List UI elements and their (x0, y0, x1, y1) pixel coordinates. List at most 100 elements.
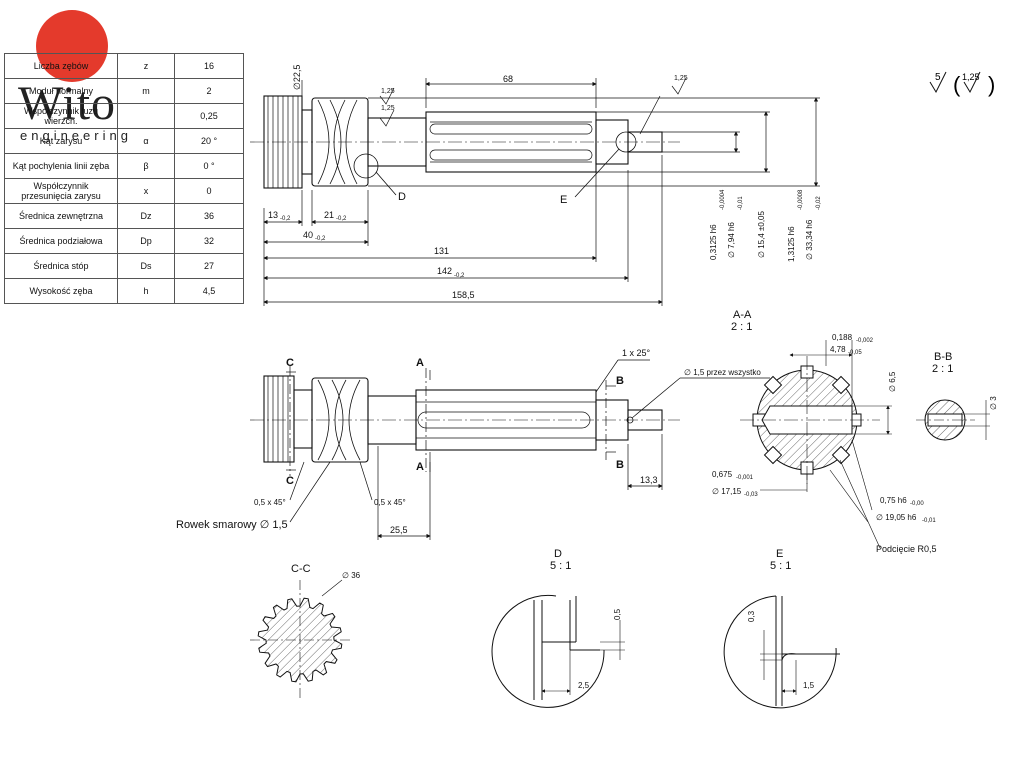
dia-22-5: ∅22,5 (292, 65, 302, 90)
section-aa-labels: A-A 2 : 1 0,188 -0,002 4,78 -0,05 ∅ 6,5 … (712, 309, 937, 554)
bb-dim-3: ∅ 3 (989, 396, 998, 410)
aa-dim-0-675-tol: -0,001 (736, 475, 754, 481)
section-aa-title: A-A (733, 309, 752, 321)
dim-21-tol: -0,2 (336, 216, 347, 222)
section-aa-scale: 2 : 1 (731, 321, 752, 333)
detail-d-title: D (554, 548, 562, 560)
section-b-top: B (616, 375, 624, 387)
param-symbol: Ds (117, 253, 175, 279)
dim-40: 40 (303, 230, 313, 240)
detail-d-labels: D 5 : 1 0,5 2,5 (550, 548, 622, 690)
param-name: Współczynnik przesunięcia zarysu (4, 178, 118, 204)
aa-dim-0-675: 0,675 (712, 470, 733, 479)
chamfer-2: 0,5 x 45° (374, 498, 406, 507)
vdim-0-3125: 0,3125 h6 (709, 224, 718, 260)
param-name: Średnica podziałowa (4, 228, 118, 254)
vdim-0-3125-tol: -0,0004 (720, 189, 726, 210)
detail-d-scale: 5 : 1 (550, 560, 571, 572)
dim-13-3: 13,3 (640, 475, 658, 485)
dim-158-5: 158,5 (452, 290, 475, 300)
mid-view-shaft (250, 366, 680, 476)
section-aa (740, 340, 892, 549)
chamfer-1: 0,5 x 45° (254, 498, 286, 507)
detail-e (723, 595, 840, 709)
vdim-1-3125: 1,3125 h6 (787, 226, 796, 262)
aa-dim-0-75: 0,75 h6 (880, 496, 907, 505)
groove-note: Rowek smarowy ∅ 1,5 (176, 519, 288, 531)
detail-d-callout: D (398, 191, 406, 203)
section-bb-title: B-B (934, 351, 952, 363)
rough-label-3: 1,25 (674, 75, 688, 82)
rough-label-2: 1,25 (381, 105, 395, 112)
hole-note: ∅ 1,5 przez wszystko (684, 368, 761, 377)
section-cc-labels: C-C ∅ 36 (291, 563, 361, 580)
section-c-bottom: C (286, 475, 294, 487)
section-c-top: C (286, 357, 294, 369)
vdim-1-3125-tol: -0,0008 (798, 189, 804, 210)
section-a-top: A (416, 357, 424, 369)
aa-dim-0-188-tol: -0,002 (856, 338, 874, 344)
roughness-general-value: 5 (935, 72, 941, 83)
dim-131: 131 (434, 246, 449, 256)
param-name: Kąt pochylenia linii zęba (4, 153, 118, 179)
detail-e-dim-0-3: 0,3 (747, 610, 756, 622)
detail-e-scale: 5 : 1 (770, 560, 791, 572)
param-value: 27 (174, 253, 244, 279)
undercut-note: Podcięcie R0,5 (876, 544, 937, 554)
aa-dim-4-78-tol: -0,05 (848, 350, 862, 356)
vdim-15-4: ∅ 15,4 ±0,05 (757, 211, 766, 258)
detail-e-labels: E 5 : 1 0,3 1,5 (747, 548, 815, 690)
section-bb (916, 399, 990, 441)
detail-d-dim-2-5: 2,5 (578, 681, 590, 690)
mid-view-labels: C C A A B B 1 x 25° ∅ 1,5 przez wszystko… (176, 348, 761, 535)
section-b-bottom: B (616, 459, 624, 471)
param-symbol: Dp (117, 228, 175, 254)
top-view-dimensions (263, 77, 820, 306)
dim-40-tol: -0,2 (315, 236, 326, 242)
dim-21: 21 (324, 210, 334, 220)
param-symbol: α (117, 128, 175, 154)
aa-dim-4-78: 4,78 (830, 345, 846, 354)
top-view-labels: ∅22,5 1,25 1,25 1,25 68 D E 13 -0,2 21 -… (268, 65, 822, 300)
detail-d-dim-0-5: 0,5 (613, 608, 622, 620)
param-value: 4,5 (174, 278, 244, 304)
dim-13-tol: -0,2 (280, 216, 291, 222)
section-cc (250, 579, 350, 700)
detail-e-title: E (776, 548, 783, 560)
roughness-symbol-general: 5 ( 1,25 ) (929, 71, 995, 97)
svg-text:(: ( (953, 72, 961, 97)
param-name: Średnica stóp (4, 253, 118, 279)
section-cc-title: C-C (291, 563, 311, 575)
detail-e-callout: E (560, 194, 567, 206)
param-name: Średnica zewnętrzna (4, 203, 118, 229)
section-bb-scale: 2 : 1 (932, 363, 953, 375)
dim-68: 68 (503, 74, 513, 84)
param-symbol: m (117, 78, 175, 104)
aa-dim-19-05-tol: -0,01 (922, 518, 936, 524)
dim-142: 142 (437, 266, 452, 276)
param-symbol: h (117, 278, 175, 304)
dim-142-tol: -0,2 (454, 273, 465, 279)
aa-dim-0-188: 0,188 (832, 333, 853, 342)
rough-label-1: 1,25 (381, 88, 395, 95)
param-value: 2 (174, 78, 244, 104)
vdim-33-34-tol: -0,02 (816, 196, 822, 210)
dim-13: 13 (268, 210, 278, 220)
vdim-7-94: ∅ 7,94 h6 (727, 222, 736, 258)
aa-dim-17-15-tol: -0,03 (744, 492, 758, 498)
svg-text:): ) (988, 72, 995, 97)
cc-dim-36: ∅ 36 (342, 571, 361, 580)
param-name: Moduł normalny (4, 78, 118, 104)
vdim-33-34: ∅ 33,34 h6 (805, 219, 814, 260)
mid-view-dimensions (286, 359, 770, 540)
aa-dim-17-15: ∅ 17,15 (712, 487, 742, 496)
aa-dim-0-75-tol: -0,00 (910, 501, 924, 507)
